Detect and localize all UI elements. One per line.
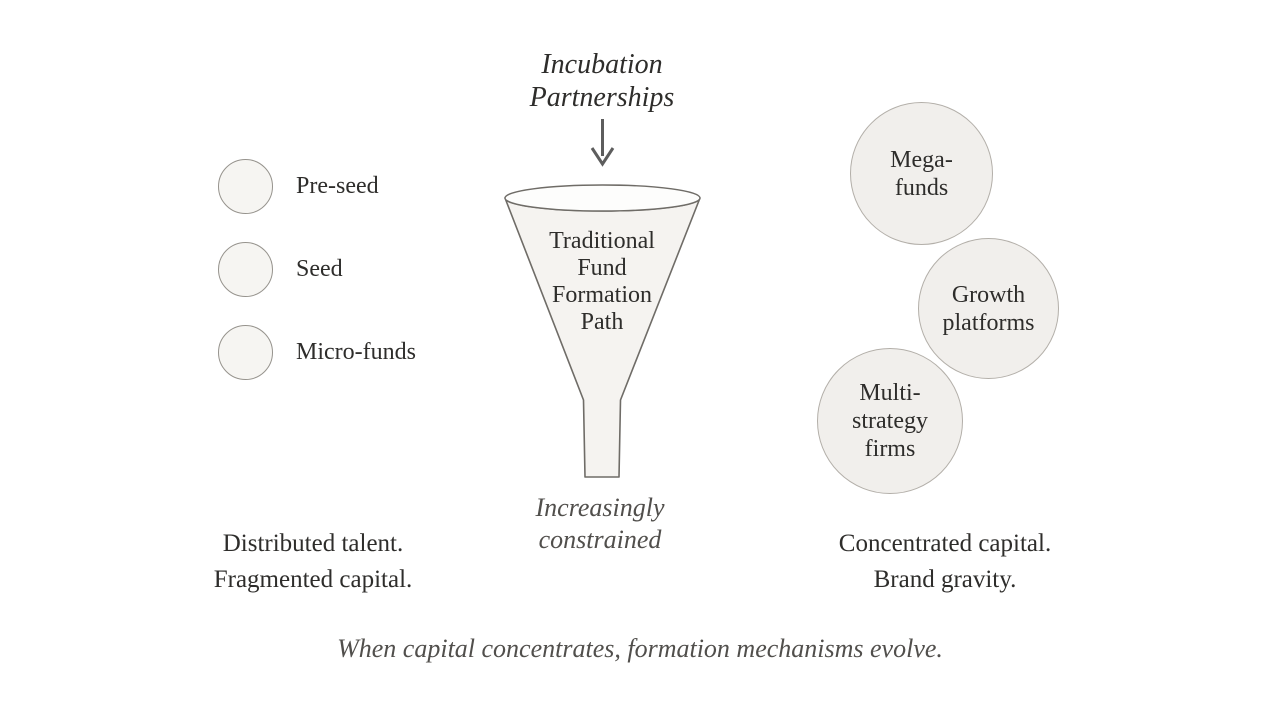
footer-caption: When capital concentrates, formation mec… bbox=[337, 634, 943, 663]
title-line-1: Incubation bbox=[541, 49, 663, 80]
pre-seed-label: Pre-seed bbox=[296, 173, 379, 199]
funnel-label: Traditional Fund Formation Path bbox=[549, 228, 655, 336]
left-caption-line-2: Fragmented capital. bbox=[213, 566, 413, 593]
left-caption-line-1: Distributed talent. bbox=[222, 530, 404, 557]
mega-funds-line-1: Mega- bbox=[890, 146, 953, 173]
right-caption-line-1: Concentrated capital. bbox=[838, 530, 1052, 557]
funnel-caption-line-2: constrained bbox=[538, 525, 662, 554]
multi-strategy-line-2: strategy bbox=[852, 408, 928, 434]
right-caption-line-2: Brand gravity. bbox=[873, 566, 1017, 593]
mega-funds-line-2: funds bbox=[894, 174, 949, 201]
growth-platforms-line-1: Growth bbox=[951, 281, 1026, 308]
growth-platforms-line-2: platforms bbox=[942, 309, 1035, 336]
funnel-mouth bbox=[504, 184, 701, 212]
pre-seed-circle bbox=[218, 159, 273, 214]
funnel-caption: Increasingly constrained bbox=[536, 492, 665, 556]
left-group-caption: Distributed talent. Fragmented capital. bbox=[214, 526, 413, 598]
incubation-partnerships-title: Incubation Partnerships bbox=[530, 48, 675, 114]
seed-label: Seed bbox=[296, 256, 343, 282]
down-arrow-icon bbox=[590, 119, 615, 167]
title-line-2: Partnerships bbox=[529, 82, 675, 113]
legend-row-micro-funds: Micro-funds bbox=[218, 325, 416, 380]
multi-strategy-line-3: firms bbox=[864, 436, 916, 462]
funnel-caption-line-1: Increasingly bbox=[535, 493, 665, 522]
seed-circle bbox=[218, 242, 273, 297]
funnel-label-line-4: Path bbox=[580, 309, 624, 335]
legend-row-seed: Seed bbox=[218, 242, 343, 297]
right-group-caption: Concentrated capital. Brand gravity. bbox=[839, 526, 1051, 598]
growth-platforms-bubble: Growth platforms bbox=[918, 238, 1059, 379]
legend-row-pre-seed: Pre-seed bbox=[218, 159, 379, 214]
multi-strategy-firms-bubble: Multi- strategy firms bbox=[817, 348, 963, 494]
multi-strategy-line-1: Multi- bbox=[859, 380, 921, 406]
funnel-label-line-1: Traditional bbox=[549, 228, 655, 254]
micro-funds-circle bbox=[218, 325, 273, 380]
funnel-label-line-2: Fund bbox=[577, 255, 627, 281]
funnel-label-line-3: Formation bbox=[551, 282, 652, 308]
funnel-shape bbox=[504, 184, 701, 478]
micro-funds-label: Micro-funds bbox=[296, 339, 416, 365]
mega-funds-bubble: Mega- funds bbox=[850, 102, 993, 245]
